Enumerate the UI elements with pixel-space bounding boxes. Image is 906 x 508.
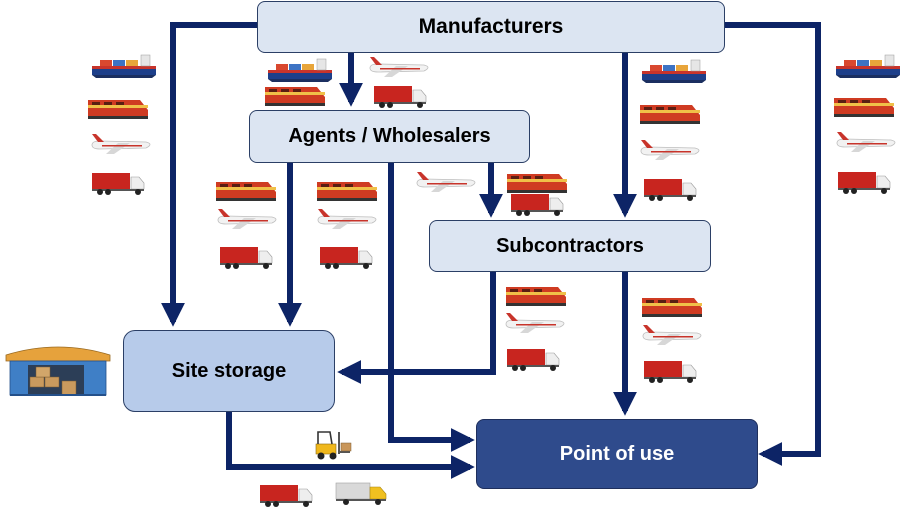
plane-icon (505, 312, 565, 334)
point-of-use-box: Point of use (476, 419, 758, 489)
delivery-van-icon (335, 482, 387, 505)
manufacturers-box: Manufacturers (257, 1, 725, 53)
subcontractors-box: Subcontractors (429, 220, 711, 272)
ship-icon (267, 58, 333, 83)
transport-icons (5, 54, 901, 508)
train-icon (88, 100, 148, 119)
train-icon (642, 298, 702, 317)
subcontractors-label: Subcontractors (496, 234, 644, 257)
truck-icon (837, 171, 891, 195)
ship-icon (641, 59, 707, 84)
manufacturers-label: Manufacturers (418, 15, 564, 38)
arrow-agents-to-point-of-use (388, 163, 475, 452)
train-icon (216, 182, 276, 201)
flow-arrows (161, 22, 821, 479)
truck-icon (643, 360, 697, 384)
train-icon (265, 87, 325, 106)
plane-icon (91, 133, 151, 155)
arrow-manufacturers-to-point-of-use (725, 22, 821, 466)
agents-wholesalers-box: Agents / Wholesalers (249, 110, 530, 163)
plane-icon (416, 171, 476, 193)
plane-icon (217, 208, 277, 230)
plane-icon (369, 56, 429, 78)
truck-icon (510, 193, 564, 217)
point-of-use-label: Point of use (559, 442, 675, 465)
train-icon (640, 105, 700, 124)
forklift-icon (315, 431, 352, 460)
truck-icon (259, 484, 313, 508)
train-icon (317, 182, 377, 201)
plane-icon (640, 139, 700, 161)
site-storage-label: Site storage (171, 359, 287, 382)
train-icon (834, 98, 894, 117)
plane-icon (317, 208, 377, 230)
arrow-subcontractors-to-site-storage (337, 272, 496, 384)
site-storage-box: Site storage (123, 330, 335, 412)
truck-icon (219, 246, 273, 270)
truck-icon (506, 348, 560, 372)
ship-icon (91, 54, 157, 79)
plane-icon (836, 131, 896, 153)
train-icon (506, 287, 566, 306)
arrow-site-storage-to-point-of-use (226, 412, 475, 479)
train-icon (507, 174, 567, 193)
arrow-manufacturers-to-site-storage (161, 22, 258, 327)
truck-icon (373, 85, 427, 109)
truck-icon (91, 172, 145, 196)
plane-icon (642, 324, 702, 346)
agents-wholesalers-label: Agents / Wholesalers (288, 125, 491, 147)
ship-icon (835, 54, 901, 79)
truck-icon (319, 246, 373, 270)
warehouse-icon (5, 346, 111, 396)
truck-icon (643, 178, 697, 202)
